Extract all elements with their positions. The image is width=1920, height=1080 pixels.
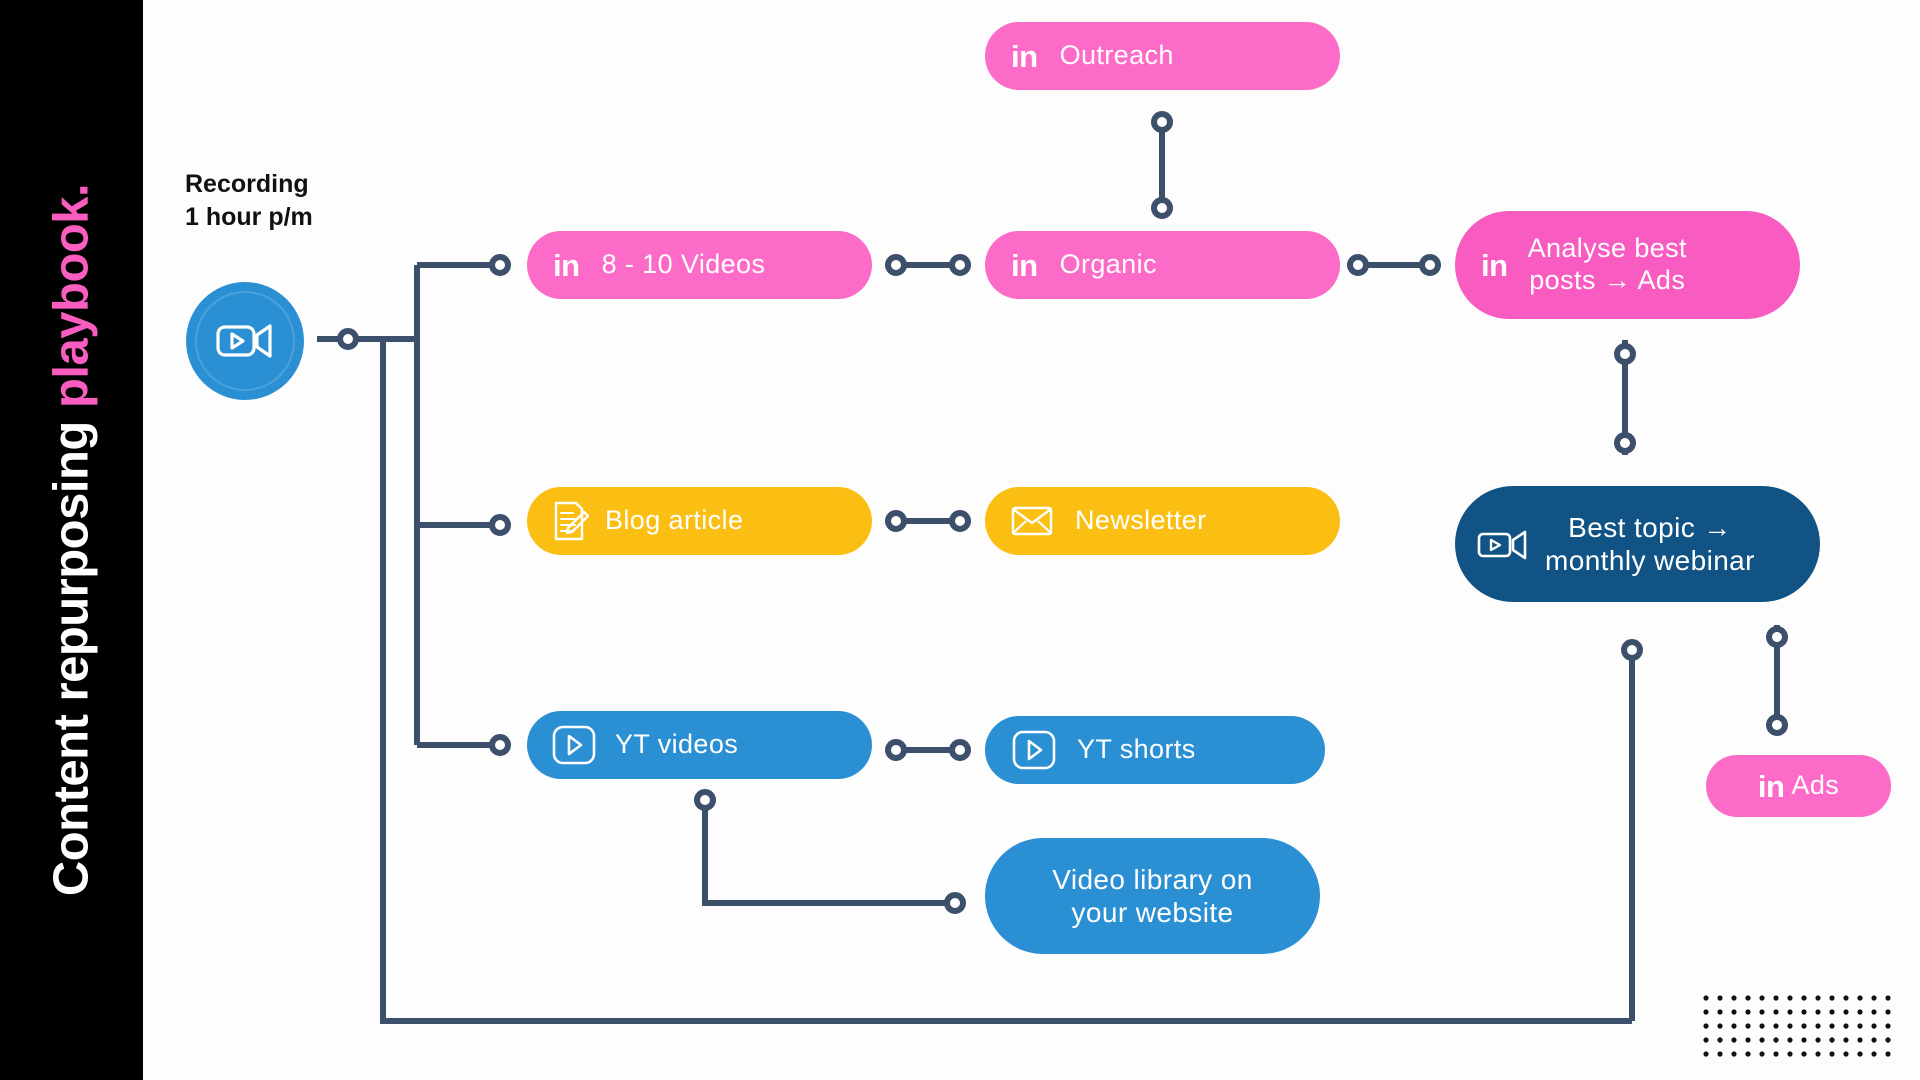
source-node-recording[interactable] bbox=[186, 282, 304, 400]
connector-dot-blog-out bbox=[885, 510, 907, 532]
connector-dot-videos-in bbox=[489, 254, 511, 276]
node-organic[interactable]: in Organic bbox=[985, 231, 1340, 299]
connector-dot-outreach-bottom bbox=[1151, 111, 1173, 133]
node-best-topic-webinar-label: Best topic → monthly webinar bbox=[1545, 511, 1755, 576]
connector-spine-bottom bbox=[380, 339, 1632, 1024]
node-video-library[interactable]: Video library on your website bbox=[985, 838, 1320, 954]
recording-caption: Recording 1 hour p/m bbox=[185, 170, 313, 231]
connector-dot-organic-top bbox=[1151, 197, 1173, 219]
linkedin-icon: in bbox=[1011, 247, 1038, 283]
connector-dot-news-in bbox=[949, 510, 971, 532]
connector-dot-analyse-bottom bbox=[1614, 343, 1636, 365]
node-yt-shorts[interactable]: YT shorts bbox=[985, 716, 1325, 784]
connector-dot-ytvid-bottom bbox=[694, 789, 716, 811]
node-organic-label: Organic bbox=[1059, 249, 1157, 280]
node-8-10-videos[interactable]: in 8 - 10 Videos bbox=[527, 231, 872, 299]
play-button-icon bbox=[551, 723, 597, 767]
sidebar-title-bar: Content repurposing playbook. bbox=[0, 0, 143, 1080]
node-best-topic-webinar[interactable]: Best topic → monthly webinar bbox=[1455, 486, 1820, 602]
envelope-icon bbox=[1011, 505, 1053, 537]
node-video-library-label: Video library on your website bbox=[1052, 863, 1253, 928]
connector-dot-organic-out bbox=[1347, 254, 1369, 276]
node-analyse-best-posts[interactable]: in Analyse best posts → Ads bbox=[1455, 211, 1800, 319]
node-yt-shorts-label: YT shorts bbox=[1077, 734, 1196, 765]
dot-grid-pattern bbox=[1703, 995, 1891, 1057]
node-outreach[interactable]: in Outreach bbox=[985, 22, 1340, 90]
node-blog-article-label: Blog article bbox=[605, 505, 744, 536]
source-circle-ring bbox=[195, 291, 295, 391]
connector-dot-organic-in bbox=[949, 254, 971, 276]
connector-dot-bottomloop-top bbox=[1621, 639, 1643, 661]
connector-dot-videos-out bbox=[885, 254, 907, 276]
node-yt-videos-label: YT videos bbox=[615, 729, 739, 760]
connector-dot-ytvid-out bbox=[885, 739, 907, 761]
connector-dot-webinar-bottom bbox=[1766, 626, 1788, 648]
connector-dot-ads-top bbox=[1766, 714, 1788, 736]
node-newsletter-label: Newsletter bbox=[1075, 505, 1207, 536]
play-button-icon bbox=[1011, 728, 1057, 772]
document-pencil-icon bbox=[551, 500, 589, 542]
linkedin-icon: in bbox=[553, 247, 580, 283]
linkedin-icon: in bbox=[1481, 247, 1508, 283]
node-linkedin-ads[interactable]: in Ads bbox=[1706, 755, 1891, 817]
connector-dot-library-left bbox=[944, 892, 966, 914]
connector-ytvideos-library bbox=[702, 810, 955, 906]
connector-dot-yt-in bbox=[489, 734, 511, 756]
node-yt-videos[interactable]: YT videos bbox=[527, 711, 872, 779]
node-linkedin-ads-label: Ads bbox=[1791, 770, 1840, 801]
node-blog-article[interactable]: Blog article bbox=[527, 487, 872, 555]
connector-dot-webinar-top bbox=[1614, 432, 1636, 454]
connector-dot-ytshort-in bbox=[949, 739, 971, 761]
connector-dot-blog-in bbox=[489, 514, 511, 536]
connector-dot-analyse-in bbox=[1419, 254, 1441, 276]
node-analyse-best-posts-label: Analyse best posts → Ads bbox=[1527, 233, 1687, 295]
node-outreach-label: Outreach bbox=[1059, 40, 1174, 71]
node-8-10-videos-label: 8 - 10 Videos bbox=[601, 249, 766, 280]
video-camera-icon bbox=[1477, 526, 1529, 562]
linkedin-icon: in bbox=[1757, 768, 1785, 804]
node-newsletter[interactable]: Newsletter bbox=[985, 487, 1340, 555]
connector-dot-source bbox=[337, 328, 359, 350]
linkedin-icon: in bbox=[1011, 38, 1038, 74]
